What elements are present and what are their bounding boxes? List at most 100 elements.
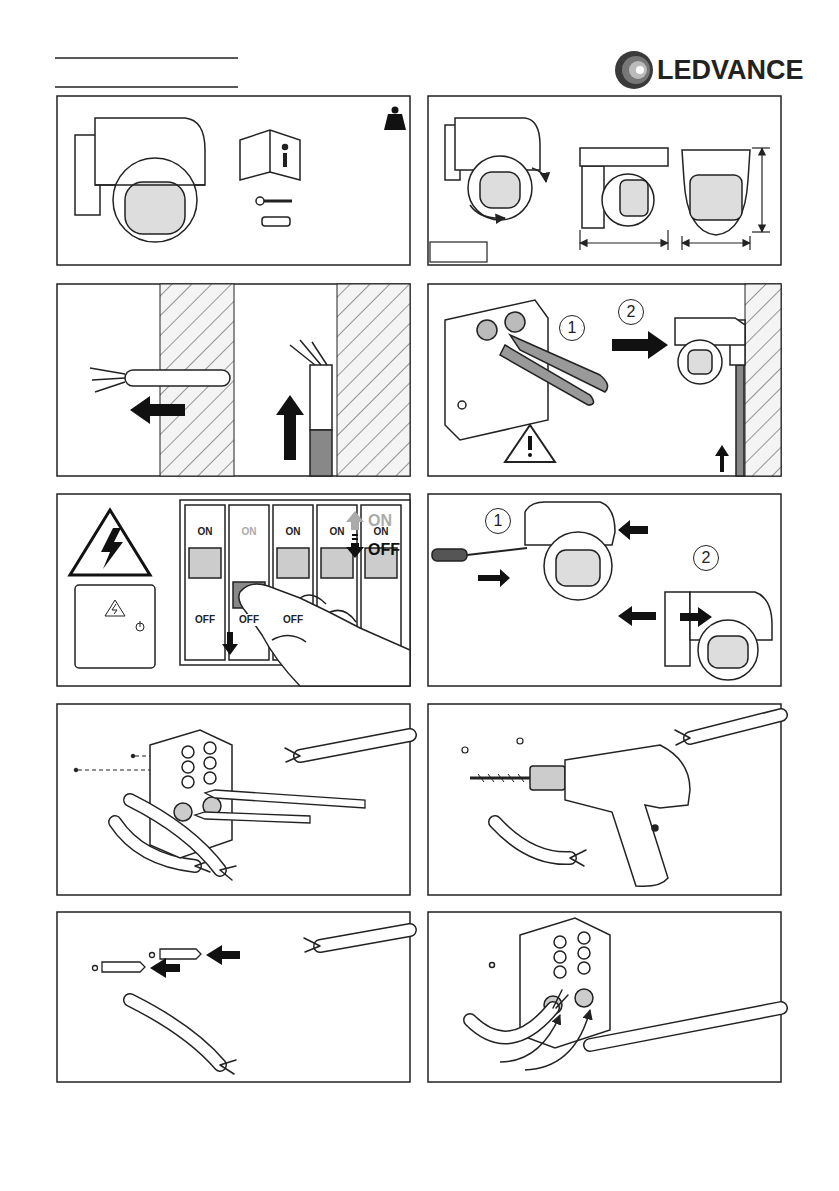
terminal-box: [182, 761, 194, 773]
cable: [470, 1008, 553, 1037]
side-view: [580, 148, 668, 228]
direction-arrow: [618, 606, 656, 626]
sensor-drawing: [95, 184, 205, 186]
warning-label: [75, 585, 155, 668]
panel-frame: [428, 96, 781, 265]
direction-arrow: [612, 331, 729, 472]
direction-arrow: [478, 520, 712, 627]
pencil: [195, 790, 365, 823]
rotation-arrow: [470, 168, 546, 218]
cable: [470, 1008, 553, 1037]
front-view: [682, 150, 750, 235]
weight-icon: [384, 114, 406, 130]
cable: [675, 730, 690, 745]
breaker-panel: [185, 505, 225, 660]
sensor-drawing: [678, 340, 722, 384]
switch-label: ON: [284, 526, 303, 538]
warning-label: [75, 585, 155, 668]
screw-and-dowel: [262, 200, 292, 203]
hazard-sign: [101, 528, 123, 569]
dimension-line: [752, 231, 770, 232]
logo-mark: [636, 66, 644, 74]
sensor-drawing: [113, 158, 197, 242]
dimension-line: [682, 242, 750, 243]
switch-arrow: [346, 543, 364, 558]
switch-label: ON: [196, 526, 215, 538]
sensor-drawing: [544, 532, 612, 600]
hand: [272, 595, 356, 642]
hand: [239, 584, 410, 686]
breaker-panel: [189, 548, 221, 578]
manual-icon: [240, 130, 300, 180]
blank-box: [430, 242, 487, 262]
pliers: [500, 335, 608, 405]
breaker-panel: [321, 548, 353, 578]
cable: [320, 930, 410, 946]
warning-label: [105, 600, 125, 616]
direction-arrow: [715, 445, 729, 472]
panel-frame: [428, 284, 781, 476]
sensor-drawing: [698, 620, 758, 680]
cable: [690, 715, 781, 738]
terminal-box: [554, 951, 566, 963]
cable: [90, 368, 125, 392]
direction-arrow: [130, 396, 185, 424]
callout-number: 2: [702, 550, 711, 566]
pencil: [195, 812, 310, 823]
side-view: [620, 180, 648, 216]
panel-frame: [57, 912, 410, 1082]
dowel: [102, 962, 145, 972]
direction-arrow: [150, 958, 180, 978]
callout-circle: 1: [559, 315, 585, 341]
sensor-drawing: [125, 182, 185, 234]
terminal-box: [174, 803, 192, 821]
panel-frame: [57, 96, 781, 1082]
sensor-drawing: [75, 118, 205, 242]
panel-frame: [428, 494, 781, 686]
wall-section: [745, 284, 781, 476]
panel-frame: [57, 96, 410, 265]
drill-mark: [74, 754, 150, 772]
dimension-line: [667, 230, 668, 250]
drill-hole: [517, 738, 523, 744]
terminal-box: [204, 757, 216, 769]
switch-arrow: [352, 534, 358, 542]
logo-mark: [615, 51, 653, 89]
callout-circle: 2: [693, 545, 719, 571]
direction-arrow: [618, 520, 648, 540]
callout-number: 2: [627, 304, 636, 320]
header-rule: [55, 57, 238, 59]
switch-arrow: [346, 511, 364, 558]
terminal-box: [554, 936, 566, 948]
drill: [478, 774, 524, 782]
sensor-drawing: [468, 156, 532, 220]
rotation-arrow: [532, 168, 546, 182]
sensor-drawing: [556, 550, 600, 586]
screwdriver: [432, 548, 527, 561]
cable: [125, 800, 410, 952]
warning-label: [112, 604, 117, 614]
dimension-line: [580, 148, 770, 250]
weight-icon: [384, 107, 406, 131]
cable: [310, 430, 332, 476]
cable: [300, 735, 410, 756]
direction-arrow: [222, 632, 238, 655]
brand-logo: LEDVANCE: [657, 57, 804, 84]
dimension-line: [579, 230, 580, 250]
dowel: [93, 966, 98, 971]
wall-section: [745, 284, 781, 476]
direction-arrow: [478, 569, 510, 587]
breaker-panel: [277, 548, 309, 578]
warning-sign: [505, 425, 555, 462]
cable: [285, 748, 300, 762]
manual-icon: [269, 130, 271, 172]
terminal-box: [204, 742, 216, 754]
front-view: [690, 175, 742, 220]
cable: [553, 990, 568, 1008]
cable: [130, 1000, 220, 1065]
panel-frame: [57, 494, 410, 686]
cable: [130, 1000, 236, 1074]
switch-label: OFF: [193, 614, 217, 626]
